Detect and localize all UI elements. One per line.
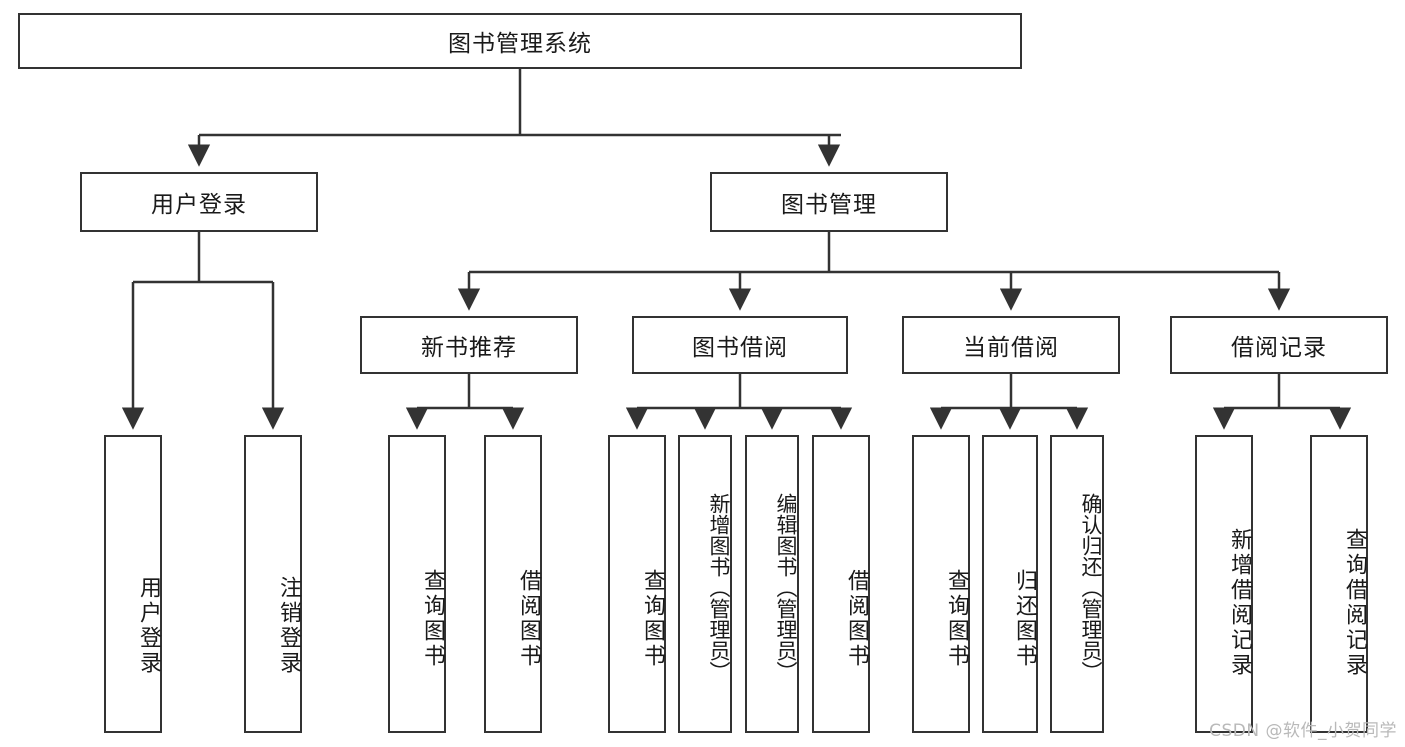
node-leaf-add-book[interactable]: 新增图书（管理员） bbox=[678, 435, 732, 733]
node-new-book-recommend[interactable]: 新书推荐 bbox=[360, 316, 578, 374]
node-leaf-query-borrow-record-label: 查询借阅记录 bbox=[1342, 528, 1367, 678]
node-book-borrow[interactable]: 图书借阅 bbox=[632, 316, 848, 374]
node-leaf-add-borrow-record-label: 新增借阅记录 bbox=[1227, 528, 1252, 678]
node-user-login-label: 用户登录 bbox=[151, 192, 247, 218]
node-current-borrow[interactable]: 当前借阅 bbox=[902, 316, 1120, 374]
node-book-borrow-label: 图书借阅 bbox=[692, 335, 788, 361]
connector-root-to-level2 bbox=[187, 69, 841, 167]
connector-current-borrow-to-leaves bbox=[929, 374, 1089, 430]
node-leaf-borrow-book-recommend[interactable]: 借阅图书 bbox=[484, 435, 542, 733]
node-leaf-query-book-borrow-label: 查询图书 bbox=[640, 569, 665, 669]
node-leaf-query-borrow-record[interactable]: 查询借阅记录 bbox=[1310, 435, 1368, 733]
connector-borrow-record-to-leaves bbox=[1212, 374, 1352, 430]
node-leaf-edit-book[interactable]: 编辑图书（管理员） bbox=[745, 435, 799, 733]
node-book-manage-label: 图书管理 bbox=[781, 192, 877, 218]
node-book-manage[interactable]: 图书管理 bbox=[710, 172, 948, 232]
node-current-borrow-label: 当前借阅 bbox=[963, 335, 1059, 361]
node-leaf-logout-label: 注销登录 bbox=[276, 576, 301, 676]
connector-new-book-recommend-to-leaves bbox=[405, 374, 525, 430]
node-leaf-borrow-book-label: 借阅图书 bbox=[844, 569, 869, 669]
node-leaf-query-book-recommend[interactable]: 查询图书 bbox=[388, 435, 446, 733]
node-borrow-record[interactable]: 借阅记录 bbox=[1170, 316, 1388, 374]
node-leaf-add-book-label: 新增图书（管理员） bbox=[707, 492, 731, 682]
node-leaf-logout[interactable]: 注销登录 bbox=[244, 435, 302, 733]
node-borrow-record-label: 借阅记录 bbox=[1231, 335, 1327, 361]
watermark-text: CSDN @软件_小贺同学 bbox=[1209, 721, 1397, 741]
node-leaf-user-login-label: 用户登录 bbox=[136, 576, 161, 676]
connector-book-manage-to-level3 bbox=[457, 232, 1291, 311]
node-leaf-return-book[interactable]: 归还图书 bbox=[982, 435, 1038, 733]
node-leaf-confirm-return-label: 确认归还（管理员） bbox=[1079, 492, 1103, 682]
node-leaf-query-book-current[interactable]: 查询图书 bbox=[912, 435, 970, 733]
node-root-label: 图书管理系统 bbox=[448, 31, 592, 57]
node-leaf-add-borrow-record[interactable]: 新增借阅记录 bbox=[1195, 435, 1253, 733]
node-leaf-borrow-book[interactable]: 借阅图书 bbox=[812, 435, 870, 733]
node-leaf-return-book-label: 归还图书 bbox=[1012, 569, 1037, 669]
node-leaf-edit-book-label: 编辑图书（管理员） bbox=[774, 492, 798, 682]
node-user-login[interactable]: 用户登录 bbox=[80, 172, 318, 232]
node-leaf-query-book-recommend-label: 查询图书 bbox=[420, 569, 445, 669]
node-leaf-borrow-book-recommend-label: 借阅图书 bbox=[516, 569, 541, 669]
node-leaf-query-book-current-label: 查询图书 bbox=[944, 569, 969, 669]
node-leaf-user-login[interactable]: 用户登录 bbox=[104, 435, 162, 733]
node-new-book-recommend-label: 新书推荐 bbox=[421, 335, 517, 361]
connector-user-login-to-leaves bbox=[121, 232, 285, 430]
node-leaf-confirm-return[interactable]: 确认归还（管理员） bbox=[1050, 435, 1104, 733]
node-leaf-query-book-borrow[interactable]: 查询图书 bbox=[608, 435, 666, 733]
connector-book-borrow-to-leaves bbox=[625, 374, 853, 430]
node-root[interactable]: 图书管理系统 bbox=[18, 13, 1022, 69]
